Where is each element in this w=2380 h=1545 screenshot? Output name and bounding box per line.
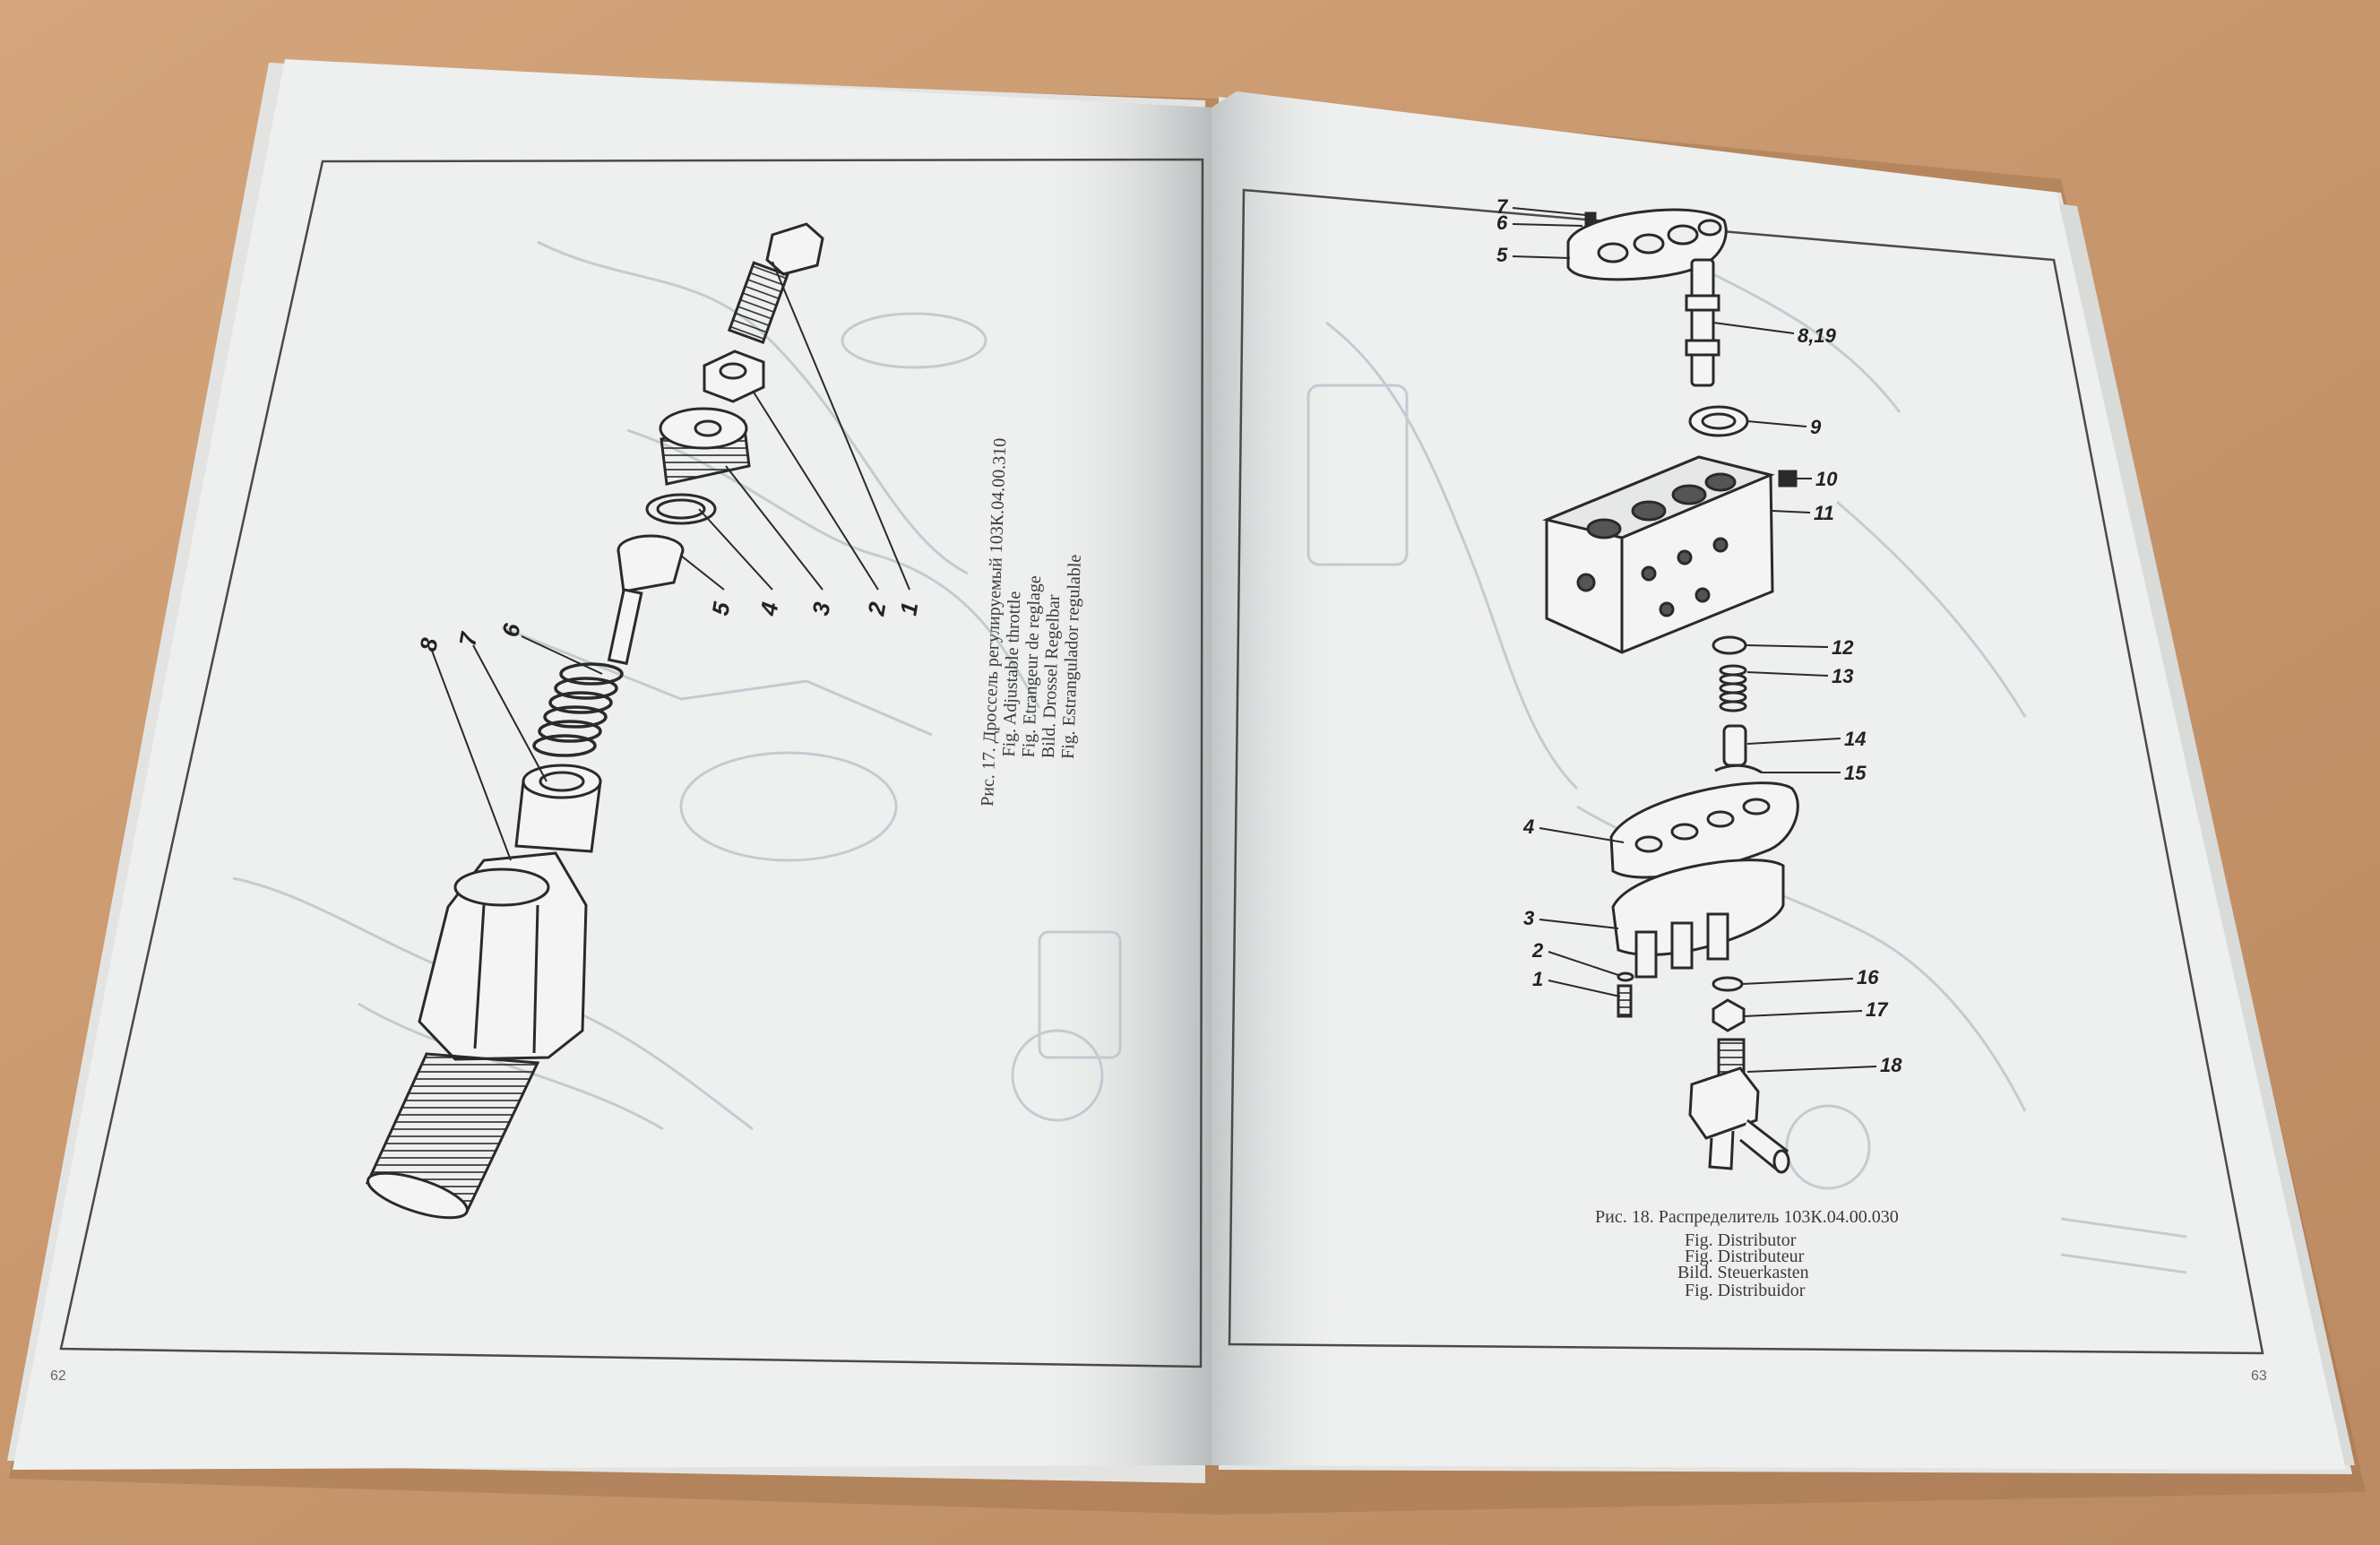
right-gutter-shade bbox=[1212, 91, 2346, 1470]
part-7-bushing bbox=[514, 764, 602, 853]
part-4-washer bbox=[645, 493, 717, 525]
right-page-number: 63 bbox=[2251, 1368, 2267, 1384]
right-caption-line-4: Fig. Distribuidor bbox=[1685, 1281, 1806, 1300]
callout-left-3: 3 bbox=[806, 600, 835, 617]
show-through-left bbox=[232, 240, 1122, 1131]
part-3-base bbox=[1611, 859, 1785, 979]
callout-right-3: 3 bbox=[1523, 907, 1534, 929]
left-callout-labels: 1 2 3 4 5 6 7 8 bbox=[414, 600, 923, 653]
part-8-19-spool bbox=[1685, 258, 1720, 387]
left-page-frame bbox=[59, 158, 1204, 1368]
part-13-spring bbox=[1719, 664, 1747, 712]
part-18-fitting bbox=[1688, 1038, 1790, 1174]
callout-right-10: 10 bbox=[1815, 468, 1838, 490]
right-figure-caption: Рис. 18. Распределитель 103К.04.00.030 F… bbox=[1595, 1207, 1899, 1300]
callout-right-11: 11 bbox=[1814, 502, 1834, 524]
callout-left-8: 8 bbox=[414, 635, 443, 653]
callout-right-15: 15 bbox=[1844, 762, 1867, 784]
callout-right-17: 17 bbox=[1866, 998, 1889, 1021]
callout-right-14: 14 bbox=[1844, 728, 1866, 750]
part-5-valve bbox=[607, 534, 685, 666]
part-5-plate bbox=[1566, 208, 1728, 281]
right-caption-line-3: Bild. Steuerkasten bbox=[1677, 1263, 1809, 1282]
callout-left-5: 5 bbox=[706, 600, 735, 617]
callout-right-6: 6 bbox=[1496, 211, 1508, 234]
callout-right-1: 1 bbox=[1532, 968, 1543, 990]
callout-right-7: 7 bbox=[1496, 195, 1509, 218]
callout-right-16: 16 bbox=[1857, 966, 1879, 988]
right-callout-labels: 7 6 5 8,19 9 10 11 12 13 14 15 4 3 2 1 1… bbox=[1496, 195, 1902, 1076]
callout-right-2: 2 bbox=[1531, 939, 1544, 962]
part-6-spring bbox=[532, 662, 624, 757]
callout-right-4: 4 bbox=[1522, 816, 1534, 838]
right-page-frame bbox=[1228, 188, 2264, 1355]
part-11-body bbox=[1542, 455, 1775, 654]
callout-right-18: 18 bbox=[1880, 1054, 1902, 1076]
callout-left-6: 6 bbox=[496, 621, 525, 639]
left-leader-lines bbox=[431, 261, 910, 861]
part-8-body bbox=[365, 851, 588, 1220]
callout-right-12: 12 bbox=[1832, 636, 1854, 659]
right-caption-line-1: Fig. Distributor bbox=[1685, 1230, 1797, 1250]
left-page-number: 62 bbox=[50, 1368, 66, 1384]
right-caption-title: Рис. 18. Распределитель 103К.04.00.030 bbox=[1595, 1207, 1899, 1227]
callout-left-2: 2 bbox=[862, 600, 891, 618]
callout-left-4: 4 bbox=[755, 600, 783, 618]
callout-right-13: 13 bbox=[1832, 665, 1853, 687]
distributor-exploded-drawing bbox=[1542, 208, 1799, 1174]
right-leader-lines bbox=[1512, 207, 1877, 1073]
throttle-exploded-drawing bbox=[365, 222, 824, 1220]
part-1-screw bbox=[727, 222, 824, 344]
part-4-gasket bbox=[1609, 781, 1799, 879]
callout-right-5: 5 bbox=[1496, 244, 1508, 266]
part-17-nut bbox=[1712, 998, 1746, 1032]
right-caption-line-2: Fig. Distributeur bbox=[1685, 1247, 1805, 1266]
callout-left-1: 1 bbox=[894, 600, 923, 617]
part-14-plunger bbox=[1722, 724, 1747, 767]
callout-right-9: 9 bbox=[1810, 416, 1822, 438]
left-gutter-shade bbox=[13, 59, 1212, 1470]
callout-right-8-19: 8,19 bbox=[1798, 324, 1837, 347]
